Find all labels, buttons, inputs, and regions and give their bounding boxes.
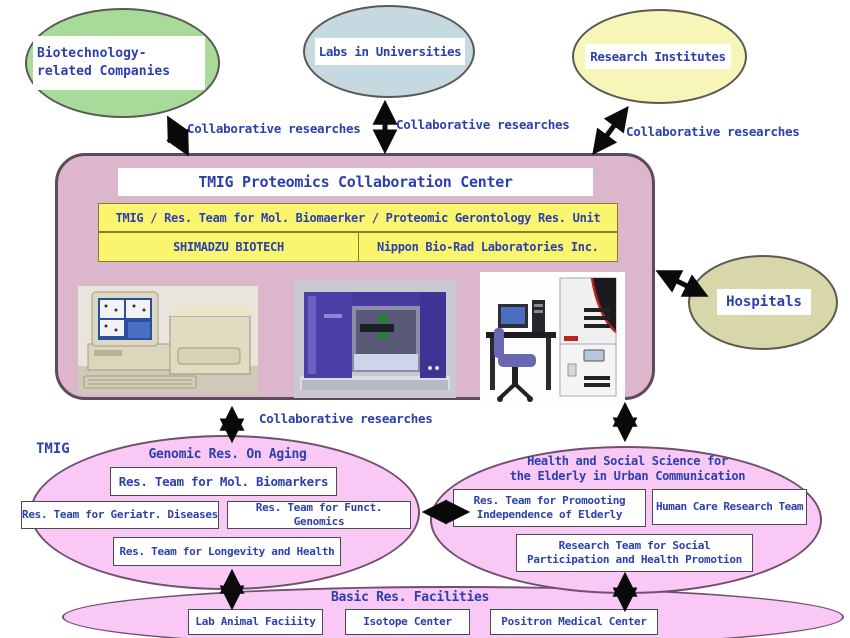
biotech-companies-label: Biotechnology-related Companies <box>33 36 205 90</box>
partner-shimadzu-cell: SHIMADZU BIOTECH <box>98 232 359 262</box>
gel-scanner-workstation-photo <box>78 286 258 394</box>
research-institutes-text: Research Institutes <box>590 49 726 64</box>
center-title-bar: TMIG Proteomics Collaboration Center <box>118 168 593 196</box>
health-group-title-line2: the Elderly in Urban Communication <box>509 469 746 483</box>
center-title-text: TMIG Proteomics Collaboration Center <box>198 173 513 191</box>
team-promoting-independence-box: Res. Team for Promooting Independence of… <box>453 489 646 527</box>
collab-label-institutes: Collaborative researches <box>626 124 800 139</box>
team-social-participation-text: Research Team for Social Participation a… <box>527 539 742 566</box>
protein-analyzer-system-photo <box>480 272 625 405</box>
collab-label-tmig: Collaborative researches <box>259 411 433 426</box>
facility-isotope-text: Isotope Center <box>363 615 452 629</box>
facilities-title: Basic Res. Facilities <box>330 590 490 605</box>
facility-positron-box: Positron Medical Center <box>490 609 658 635</box>
partner-biorad-text: Nippon Bio-Rad Laboratories Inc. <box>376 240 599 254</box>
team-social-participation-box: Research Team for Social Participation a… <box>516 534 753 572</box>
biotech-companies-text: Biotechnology-related Companies <box>37 46 171 79</box>
partner-biorad-cell: Nippon Bio-Rad Laboratories Inc. <box>357 232 618 262</box>
tmig-group-title: Genomic Res. On Aging <box>148 447 307 462</box>
tmig-org-label: TMIG <box>36 441 70 457</box>
team-funct-genomics-text: Res. Team for Funct. Genomics <box>255 501 383 528</box>
arrow-institutes-center <box>592 105 629 156</box>
collab-label-biotech: Collaborative researches <box>187 121 361 136</box>
collab-label-labs: Collaborative researches <box>396 117 570 132</box>
facility-positron-text: Positron Medical Center <box>501 615 647 629</box>
hospitals-label: Hospitals <box>717 289 811 315</box>
team-geriatr-diseases-box: Res. Team for Geriatr. Diseases <box>21 501 219 529</box>
facility-lab-animal-box: Lab Animal Faciiity <box>188 609 323 635</box>
team-longevity-health-box: Res. Team for Longevity and Health <box>113 537 341 566</box>
team-promoting-independence-text: Res. Team for Promooting Independence of… <box>473 494 626 521</box>
center-unit-row: TMIG / Res. Team for Mol. Biomaerker / P… <box>98 203 618 232</box>
research-institutes-label: Research Institutes <box>585 44 731 69</box>
team-geriatr-diseases-text: Res. Team for Geriatr. Diseases <box>22 508 218 522</box>
facility-isotope-box: Isotope Center <box>345 609 470 635</box>
spot-picker-robot-photo <box>294 280 456 398</box>
hospitals-ellipse <box>688 255 838 350</box>
team-human-care-text: Human Care Research Team <box>656 500 803 514</box>
team-human-care-box: Human Care Research Team <box>652 489 807 525</box>
arrow-biotech-center <box>166 115 190 157</box>
team-mol-biomarkers-box: Res. Team for Mol. Biomarkers <box>110 467 337 496</box>
partner-shimadzu-text: SHIMADZU BIOTECH <box>173 240 284 254</box>
team-funct-genomics-box: Res. Team for Funct. Genomics <box>227 501 411 529</box>
team-mol-biomarkers-text: Res. Team for Mol. Biomarkers <box>118 473 329 489</box>
center-unit-text: TMIG / Res. Team for Mol. Biomaerker / P… <box>115 210 601 225</box>
proteomics-center-box: TMIG Proteomics Collaboration Center TMI… <box>55 153 655 405</box>
hospitals-text: Hospitals <box>726 294 802 310</box>
university-labs-text: Labs in Universities <box>318 44 462 59</box>
team-longevity-health-text: Res. Team for Longevity and Health <box>119 544 335 558</box>
facility-lab-animal-text: Lab Animal Faciiity <box>195 615 316 629</box>
university-labs-label: Labs in Universities <box>315 38 465 65</box>
health-group-title-line1: Health and Social Science for <box>527 454 728 468</box>
